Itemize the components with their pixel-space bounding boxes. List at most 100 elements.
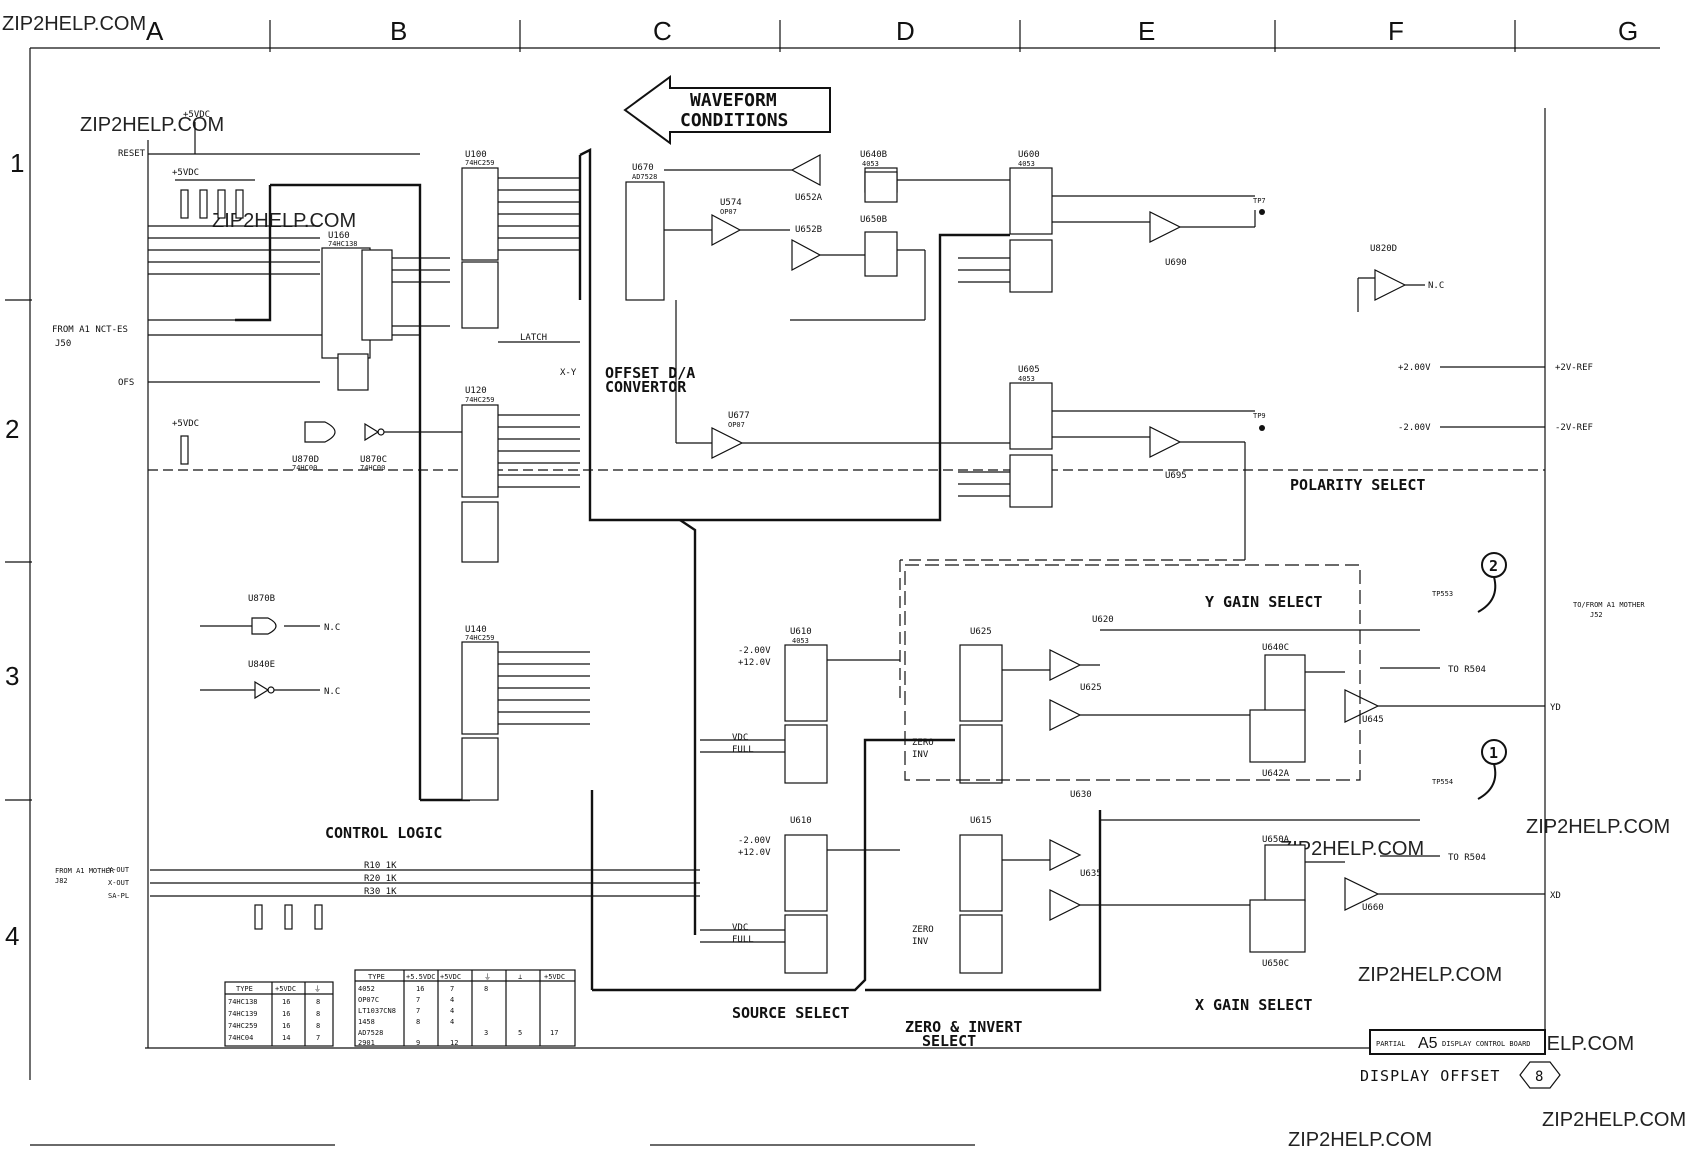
u100-block: U100 74HC259 LATCH: [461, 150, 580, 343]
bus-lines: [235, 148, 1102, 992]
table-cell: 16: [282, 1022, 290, 1030]
component-label: U690: [1165, 258, 1187, 268]
signal-label: +2.00V: [1398, 363, 1431, 373]
signal-label: X-OUT: [108, 879, 130, 887]
signal-label: +5VDC: [172, 419, 199, 429]
component-label: U660: [1362, 903, 1384, 913]
section-source-select: SOURCE SELECT: [732, 1004, 849, 1022]
row-label: 2: [5, 414, 19, 444]
signal-label: INV: [912, 750, 929, 760]
table-cell: 14: [282, 1034, 290, 1042]
component-label: U645: [1362, 715, 1384, 725]
signal-label: TO R504: [1448, 665, 1486, 675]
signal-label: +2V-REF: [1555, 363, 1593, 373]
u610-block: U610 4053 -2.00V +12.0V VDC FULL: [700, 627, 900, 784]
u574-opamp: U574 OP07: [664, 198, 790, 247]
component-type: 4053: [862, 160, 879, 168]
signal-label: TP553: [1432, 590, 1453, 598]
signal-label: FROM A1 MOTHER: [55, 867, 115, 875]
component-label: U870D: [292, 455, 319, 465]
signal-label: N.C: [324, 687, 340, 697]
table-cell: OP07C: [358, 996, 379, 1004]
title-block: PARTIAL A5 DISPLAY CONTROL BOARD: [1369, 1029, 1546, 1055]
row-label: 1: [10, 148, 24, 178]
table-header: ⊥: [518, 973, 522, 981]
title-board: A5: [1418, 1035, 1438, 1052]
signal-label: TP554: [1432, 778, 1453, 786]
column-label: C: [653, 16, 672, 46]
row-labels: 1 2 3 4: [5, 148, 24, 951]
power-table-2: TYPE +5.5VDC +5VDC ⏚ ⊥ +5VDC 4052 16 7 8…: [354, 969, 576, 1047]
table-header: TYPE: [236, 985, 253, 993]
signal-label: +5VDC: [183, 110, 210, 120]
table-cell: 4: [450, 996, 454, 1004]
table-header: ⏚: [484, 973, 491, 981]
table-header: +5.5VDC: [406, 973, 436, 981]
component-label: U625: [970, 627, 992, 637]
signal-label: J50: [55, 339, 71, 349]
table-cell: 8: [484, 985, 488, 993]
title-text: DISPLAY CONTROL BOARD: [1442, 1040, 1531, 1048]
signal-label: +5VDC: [172, 168, 199, 178]
component-type: OP07: [720, 208, 737, 216]
component-label: U640B: [860, 150, 887, 160]
signal-label: XD: [1550, 891, 1561, 901]
waveform-conditions-banner: WAVEFORM CONDITIONS: [623, 75, 831, 145]
component-label: U635: [1080, 869, 1102, 879]
component-label: U100: [465, 150, 487, 160]
signal-label: TP7: [1253, 197, 1266, 205]
section-offset-da-2: CONVERTOR: [605, 378, 687, 396]
u652-buffers: U652A U652B: [664, 153, 865, 272]
u640b-u650b: U640B 4053 U650B: [790, 150, 1010, 321]
column-label: F: [1388, 16, 1404, 46]
component-type: 74HC259: [465, 159, 495, 167]
column-label: G: [1618, 16, 1638, 46]
signal-label: -2.00V: [1398, 423, 1431, 433]
signal-label: LATCH: [520, 333, 547, 343]
component-label: U630: [1070, 790, 1092, 800]
banner-line-1: WAVEFORM: [690, 90, 777, 111]
footer-title: DISPLAY OFFSET: [1360, 1067, 1500, 1085]
u677-opamp: U677 OP07: [675, 300, 1010, 459]
table-cell: 16: [282, 998, 290, 1006]
callout-1: 1 TP554: [1432, 739, 1507, 800]
signal-label: +12.0V: [738, 848, 771, 858]
u140-block: U140 74HC259: [461, 625, 590, 801]
table-cell: 74HC139: [228, 1010, 258, 1018]
component-label: U610: [790, 627, 812, 637]
signal-label: R10 1K: [364, 861, 397, 871]
y-gain-boundary: [904, 564, 1361, 781]
table-cell: 17: [550, 1029, 558, 1037]
component-label: U642A: [1262, 769, 1290, 779]
signal-label: TO/FROM A1 MOTHER: [1573, 601, 1645, 609]
watermark: ZIP2HELP.COM: [212, 210, 356, 232]
component-type: 4053: [1018, 375, 1035, 383]
column-labels: A B C D E F G: [146, 16, 1638, 46]
table-cell: 1458: [358, 1018, 375, 1026]
table-cell: LT1037CN8: [358, 1007, 396, 1015]
row-label: 3: [5, 661, 19, 691]
watermark: ZIP2HELP.COM: [1542, 1109, 1686, 1131]
signal-label: R30 1K: [364, 887, 397, 897]
signal-label: J82: [55, 877, 68, 885]
signal-label: FULL: [732, 935, 754, 945]
component-label: U670: [632, 163, 654, 173]
component-type: 74HC00: [292, 464, 317, 472]
component-label: U840E: [248, 660, 275, 670]
watermark: ZIP2HELP.COM: [2, 13, 146, 35]
component-type: 4053: [1018, 160, 1035, 168]
signal-label: VDC: [732, 923, 748, 933]
section-zero-invert-2: SELECT: [922, 1032, 976, 1050]
u120-block: U120 74HC259: [461, 386, 580, 563]
table-header: +5VDC: [275, 985, 296, 993]
row-label: 4: [5, 921, 19, 951]
component-label: U652B: [795, 225, 822, 235]
table-cell: 74HC138: [228, 998, 258, 1006]
column-label: E: [1138, 16, 1155, 46]
signal-label: FULL: [732, 745, 754, 755]
component-label: U610: [790, 816, 812, 826]
column-label: B: [390, 16, 407, 46]
table-cell: 8: [316, 998, 320, 1006]
signal-label: INV: [912, 937, 929, 947]
signal-label: TO R504: [1448, 853, 1486, 863]
